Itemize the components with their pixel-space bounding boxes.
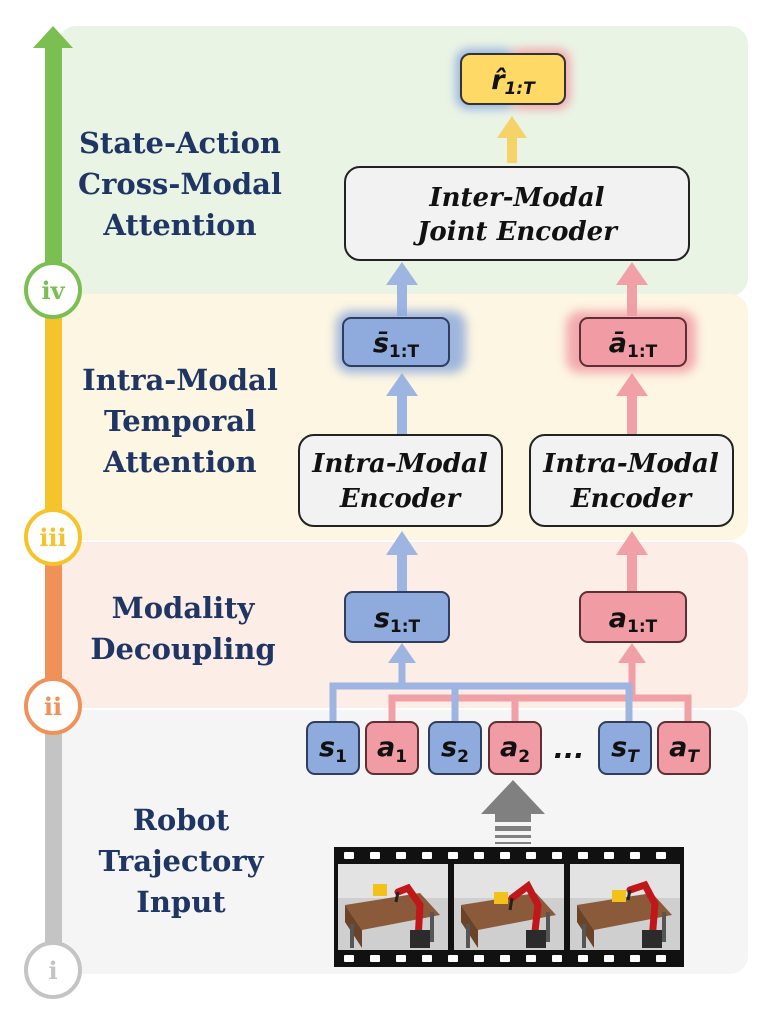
stage-label-line: Temporal <box>104 404 256 438</box>
state-sequence-token: s1:T <box>344 591 450 643</box>
state-feature-to-joint-arrow <box>386 262 418 316</box>
stage-label-i: Robot Trajectory Input <box>98 803 264 919</box>
encoder-title-line: Inter-Modal <box>428 183 604 213</box>
state-seq-to-encoder-arrow <box>386 531 418 592</box>
action-feature-token: ā1:T <box>566 311 696 373</box>
input-token-label: s1 <box>319 732 347 767</box>
stage-label-ii: Modality Decoupling <box>90 591 275 666</box>
state-sequence-label: s1:T <box>374 603 421 637</box>
stage-marker-iii: iii <box>24 508 82 566</box>
inter-modal-joint-encoder: Inter-Modal Joint Encoder <box>344 166 690 261</box>
reward-token: r̂1:T <box>456 49 570 109</box>
state-encoder-to-feature-arrow <box>386 373 418 437</box>
encoder-title-line: Joint Encoder <box>412 217 619 247</box>
stage-label-line: Robot <box>133 803 230 837</box>
stage-numeral: iv <box>41 276 65 305</box>
film-sprocket-holes <box>344 852 666 962</box>
decoupling-wiring <box>329 660 692 722</box>
axis-segment-i <box>45 706 62 970</box>
axis-segment-ii <box>45 537 62 706</box>
robot-frame-1 <box>338 864 448 950</box>
axis-segment-iv <box>45 48 62 290</box>
input-token-row: s1 a1 s2 a2 ... sT <box>306 721 711 775</box>
input-token-label: a2 <box>500 732 530 767</box>
robot-frame-2 <box>454 864 564 950</box>
stage-label-line: State-Action <box>79 126 281 160</box>
input-token-label: aT <box>669 732 700 767</box>
stage-numeral: i <box>48 956 57 985</box>
input-token-aT: aT <box>657 721 711 775</box>
stage-marker-iv: iv <box>24 261 82 319</box>
stage-progress-axis <box>33 26 73 970</box>
stage-label-iii: Intra-Modal Temporal Attention <box>82 363 278 479</box>
input-token-label: s2 <box>441 732 469 767</box>
stage-label-line: Decoupling <box>90 632 275 666</box>
input-arrow-icon <box>481 780 545 844</box>
stage-label-line: Modality <box>112 591 256 625</box>
encoder-title-line: Intra-Modal <box>311 449 488 479</box>
input-token-s2: s2 <box>428 721 482 775</box>
stage-label-line: Intra-Modal <box>82 363 278 397</box>
state-feature-token: s̄1:T <box>336 311 466 373</box>
arrow-up-icon <box>388 643 416 663</box>
action-sequence-label: a1:T <box>609 603 658 637</box>
input-token-a1: a1 <box>365 721 419 775</box>
axis-segment-iii <box>45 290 62 537</box>
stage-numeral: ii <box>44 692 62 721</box>
state-routing-line <box>329 682 633 722</box>
action-feature-label: ā1:T <box>609 328 658 362</box>
action-sequence-token: a1:T <box>579 591 687 643</box>
trajectory-film-strip <box>334 847 684 967</box>
state-feature-label: s̄1:T <box>373 328 420 362</box>
encoder-title-line: Encoder <box>570 484 694 514</box>
stage-marker-ii: ii <box>24 677 82 735</box>
arrow-up-icon <box>618 643 646 663</box>
input-token-label: sT <box>611 732 640 767</box>
stage-label-line: Cross-Modal <box>78 167 282 201</box>
ellipsis: ... <box>554 734 585 765</box>
input-token-label: a1 <box>377 732 407 767</box>
state-intra-modal-encoder: Intra-Modal Encoder <box>298 434 503 527</box>
stage-label-line: Attention <box>102 445 256 479</box>
action-encoder-to-feature-arrow <box>616 373 648 437</box>
stage-marker-i: i <box>24 941 82 999</box>
input-token-sT: sT <box>598 721 652 775</box>
action-seq-to-encoder-arrow <box>616 531 648 592</box>
input-token-a2: a2 <box>488 721 542 775</box>
reward-label: r̂1:T <box>491 65 536 99</box>
action-routing-line <box>388 694 692 722</box>
encoder-title-line: Encoder <box>339 484 463 514</box>
action-intra-modal-encoder: Intra-Modal Encoder <box>529 434 734 527</box>
joint-to-reward-arrow <box>497 116 527 163</box>
encoder-title-line: Intra-Modal <box>542 449 719 479</box>
stage-numeral: iii <box>39 523 66 552</box>
stage-label-line: Input <box>136 885 226 919</box>
stage-label-iv: State-Action Cross-Modal Attention <box>78 126 282 242</box>
axis-arrowhead-icon <box>33 26 73 48</box>
input-token-s1: s1 <box>306 721 360 775</box>
stage-label-line: Attention <box>102 208 256 242</box>
action-feature-to-joint-arrow <box>616 262 648 316</box>
robot-frame-3 <box>570 864 680 950</box>
stage-label-line: Trajectory <box>98 844 264 878</box>
